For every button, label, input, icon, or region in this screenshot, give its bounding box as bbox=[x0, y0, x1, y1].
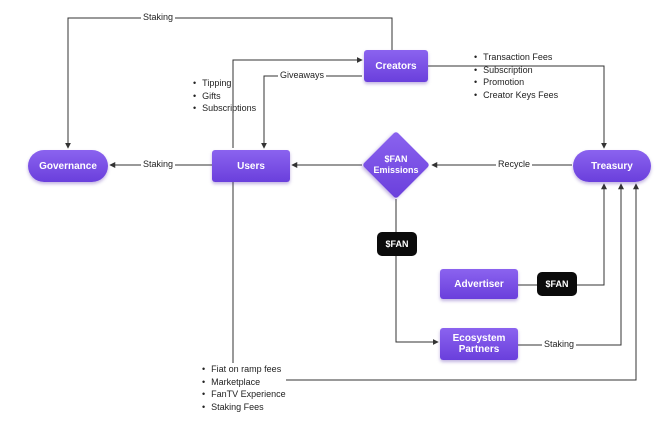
ecosystem-partners-node: Ecosystem Partners bbox=[440, 328, 518, 360]
list-item: FanTV Experience bbox=[202, 388, 286, 401]
advertiser-node: Advertiser bbox=[440, 269, 518, 299]
fan-token-emissions-label: $FAN bbox=[385, 239, 409, 249]
treasury-node: Treasury bbox=[573, 150, 651, 182]
list-item: Staking Fees bbox=[202, 400, 286, 413]
edge-label-giveaways: Giveaways bbox=[278, 70, 327, 81]
list-item: Subscriptions bbox=[193, 102, 256, 115]
edge-users-treasury bbox=[232, 182, 639, 381]
treasury-label: Treasury bbox=[591, 160, 633, 172]
list-item: Fiat on ramp fees bbox=[202, 363, 286, 376]
edge-partners-treasury bbox=[518, 183, 624, 346]
edge-label-staking-top: Staking bbox=[141, 12, 176, 23]
creators-label: Creators bbox=[375, 60, 417, 72]
list-item: Tipping bbox=[193, 77, 256, 90]
users-label: Users bbox=[237, 160, 265, 172]
ecosystem-label-line2: Partners bbox=[458, 344, 500, 355]
advertiser-label: Advertiser bbox=[454, 278, 504, 290]
list-item: Subscription bbox=[474, 64, 558, 77]
creators-node: Creators bbox=[364, 50, 428, 82]
edge-label-staking-left: Staking bbox=[141, 159, 176, 170]
edge-emissions-partners bbox=[395, 199, 439, 345]
list-creators-to-treasury: Transaction Fees Subscription Promotion … bbox=[474, 51, 558, 101]
list-item: Promotion bbox=[474, 76, 558, 89]
governance-label: Governance bbox=[39, 160, 97, 172]
list-users-to-creators: Tipping Gifts Subscriptions bbox=[193, 77, 256, 115]
emissions-label-line1: $FAN bbox=[384, 154, 408, 164]
list-item: Transaction Fees bbox=[474, 51, 558, 64]
edge-users-creators bbox=[232, 57, 363, 148]
fan-token-emissions: $FAN bbox=[377, 232, 417, 256]
list-users-to-treasury: Fiat on ramp fees Marketplace FanTV Expe… bbox=[202, 363, 286, 413]
ecosystem-label-line1: Ecosystem bbox=[452, 333, 506, 344]
edge-advertiser-treasury bbox=[502, 183, 607, 286]
list-item: Marketplace bbox=[202, 375, 286, 388]
list-item: Creator Keys Fees bbox=[474, 89, 558, 102]
edge-creators-governance bbox=[65, 17, 393, 149]
users-node: Users bbox=[212, 150, 290, 182]
list-item: Gifts bbox=[193, 90, 256, 103]
governance-node: Governance bbox=[28, 150, 108, 182]
edge-label-recycle: Recycle bbox=[496, 159, 533, 170]
emissions-label-line2: Emissions bbox=[373, 165, 419, 175]
fan-token-advertiser-label: $FAN bbox=[545, 279, 569, 289]
edge-label-staking-partners: Staking bbox=[542, 339, 577, 350]
emissions-node: $FAN Emissions bbox=[362, 131, 430, 199]
fan-token-advertiser: $FAN bbox=[537, 272, 577, 296]
edge-creators-users bbox=[261, 75, 362, 149]
